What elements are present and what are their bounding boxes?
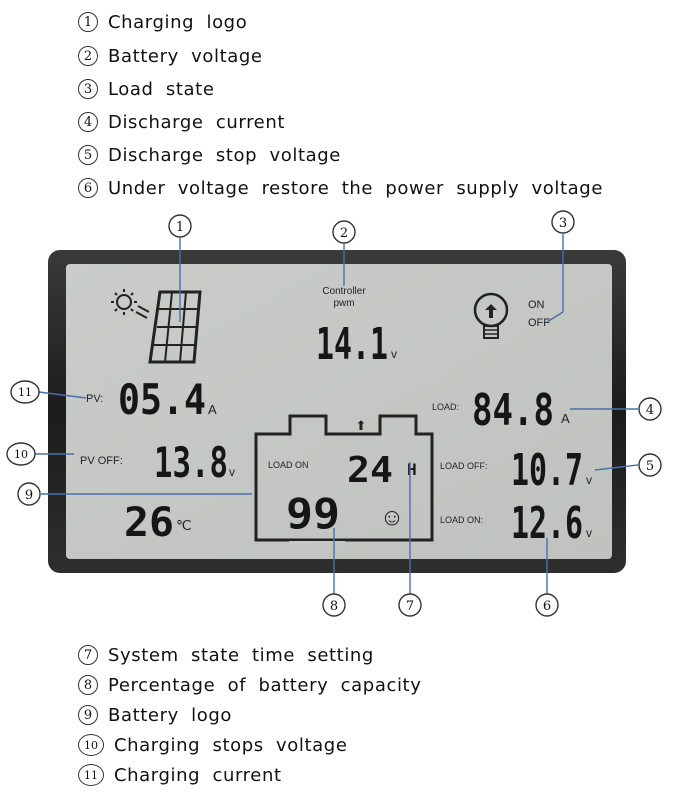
callout-5: 5 [638,453,662,477]
legend-number: 2 [78,46,98,66]
callout-9: 9 [17,482,41,506]
legend-text: Charging stops voltage [114,734,348,756]
callout-4: 4 [638,397,662,421]
charging-logo-icon [111,289,202,364]
legend-item-8: 8 Percentage of battery capacity [78,673,421,697]
controller-label: Controller [322,286,366,297]
pv-label: PV: [86,393,103,405]
callout-7: 7 [398,593,422,617]
legend-item-5: 5 Discharge stop voltage [78,143,341,167]
load-current-value: 84.8 [472,385,554,436]
pv-off-voltage-value: 13.8 [154,438,228,487]
callout-number: 5 [646,459,654,474]
load-on-voltage-unit: v [586,526,592,540]
off-label: OFF [528,317,550,329]
battery-capacity-value: 99 [286,489,340,538]
battery-logo-icon [254,414,434,546]
pv-off-voltage-unit: v [229,465,235,479]
load-off-voltage-value: 10.7 [511,445,583,496]
legend-item-2: 2 Battery voltage [78,44,263,68]
battery-voltage-unit: v [391,347,397,361]
temperature-value: 26 [124,500,174,546]
pv-off-label: PV OFF: [80,455,123,467]
callout-lines [35,234,639,594]
legend-item-9: 9 Battery logo [78,703,232,727]
callout-circles: 1 2 3 4 5 6 7 8 [6,210,662,617]
callout-6: 6 [535,593,559,617]
legend-text: Charging current [114,764,282,786]
legend-number: 7 [78,645,98,665]
pv-current-value: 05.4 [118,375,206,424]
legend-item-4: 4 Discharge current [78,110,285,134]
callout-3: 3 [551,210,575,234]
temperature-unit: ℃ [176,517,192,533]
battery-voltage-value: 14.1 [316,319,388,370]
legend-number: 10 [78,734,104,756]
legend-number: 1 [78,12,98,32]
callout-number: 4 [646,403,654,418]
legend-text: Charging logo [108,11,248,33]
legend-text: Percentage of battery capacity [108,674,422,696]
load-current-unit: A [561,411,570,426]
callout-number: 6 [543,599,551,614]
callout-8: 8 [322,593,346,617]
legend-item-6: 6 Under voltage restore the power supply… [78,176,603,200]
callout-number: 10 [14,448,28,461]
legend-number: 4 [78,112,98,132]
callout-2: 2 [332,220,356,244]
callout-number: 3 [559,216,567,231]
callout-number: 8 [330,599,338,614]
legend-item-3: 3 Load state [78,77,215,101]
callout-number: 7 [406,599,414,614]
legend-item-1: 1 Charging logo [78,10,247,34]
load-state-bulb-icon [473,292,509,339]
battery-load-on-label: LOAD ON [268,460,309,470]
time-setting-value: 24 [347,450,393,491]
callout-10: 10 [6,442,36,466]
battery-capacity-arrow-icon: ⬆ [356,418,367,433]
legend-number: 6 [78,178,98,198]
load-off-voltage-unit: v [586,473,592,487]
load-off-label: LOAD OFF: [440,461,488,471]
legend-text: Battery logo [108,704,232,726]
callout-11: 11 [10,380,40,404]
time-unit-label: H [407,460,417,479]
legend-number: 9 [78,705,98,725]
callout-number: 1 [176,220,184,235]
legend-number: 8 [78,675,98,695]
callout-1: 1 [168,214,192,238]
legend-number: 11 [78,764,104,786]
legend-text: Load state [108,78,215,100]
load-label: LOAD: [432,402,459,412]
legend-number: 5 [78,145,98,165]
lcd-screen [66,264,612,559]
legend-text: Discharge current [108,111,286,133]
legend-text: Battery voltage [108,45,263,67]
on-label: ON [528,299,545,311]
smiley-icon: ☺ [380,504,405,531]
legend-item-10: 10 Charging stops voltage [78,733,348,757]
load-on-label: LOAD ON: [440,515,483,525]
legend-text: Discharge stop voltage [108,144,341,166]
legend-item-7: 7 System state time setting [78,643,374,667]
callout-number: 11 [18,386,32,399]
pv-current-unit: A [208,402,217,417]
legend-item-11: 11 Charging current [78,763,282,787]
callout-number: 2 [340,226,348,241]
legend-text: Under voltage restore the power supply v… [108,177,603,199]
callout-number: 9 [25,488,33,503]
legend-text: System state time setting [108,644,374,666]
legend-number: 3 [78,79,98,99]
pwm-label: pwm [333,298,354,309]
